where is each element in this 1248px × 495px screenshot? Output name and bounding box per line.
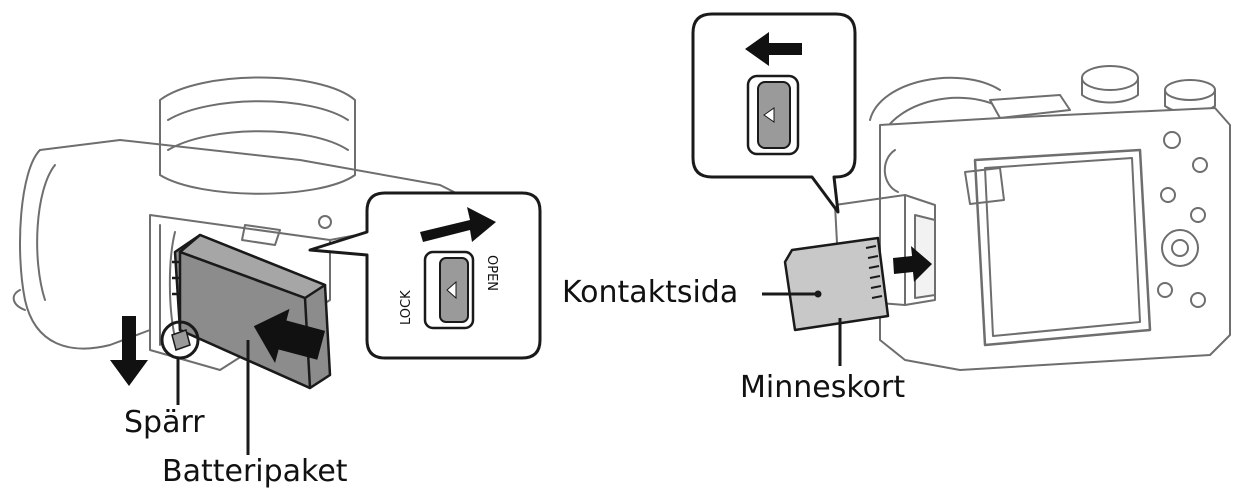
left-arrow-icon (745, 32, 802, 66)
latch-label: Spärr (124, 405, 205, 440)
latch-highlight-circle (160, 320, 200, 360)
memory-card-label: Minneskort (740, 370, 905, 405)
contact-side-dot (814, 290, 822, 298)
latch-icon (171, 329, 191, 351)
right-arrow-icon (420, 207, 496, 242)
battery-label: Batteripaket (162, 454, 348, 489)
card-insert-arrow-icon (893, 246, 932, 282)
memory-card-shape (783, 236, 890, 332)
switch-lock-text: LOCK (399, 290, 414, 325)
down-arrow-icon (110, 316, 148, 386)
camera-side-illustration (834, 65, 1231, 371)
insert-arrow-icon (253, 308, 326, 363)
card-door-callout-bubble (691, 12, 857, 214)
contact-side-label: Kontaktsida (562, 275, 738, 310)
switch-callout-bubble: OPEN LOCK (308, 191, 542, 360)
switch-open-text: OPEN (484, 255, 499, 291)
